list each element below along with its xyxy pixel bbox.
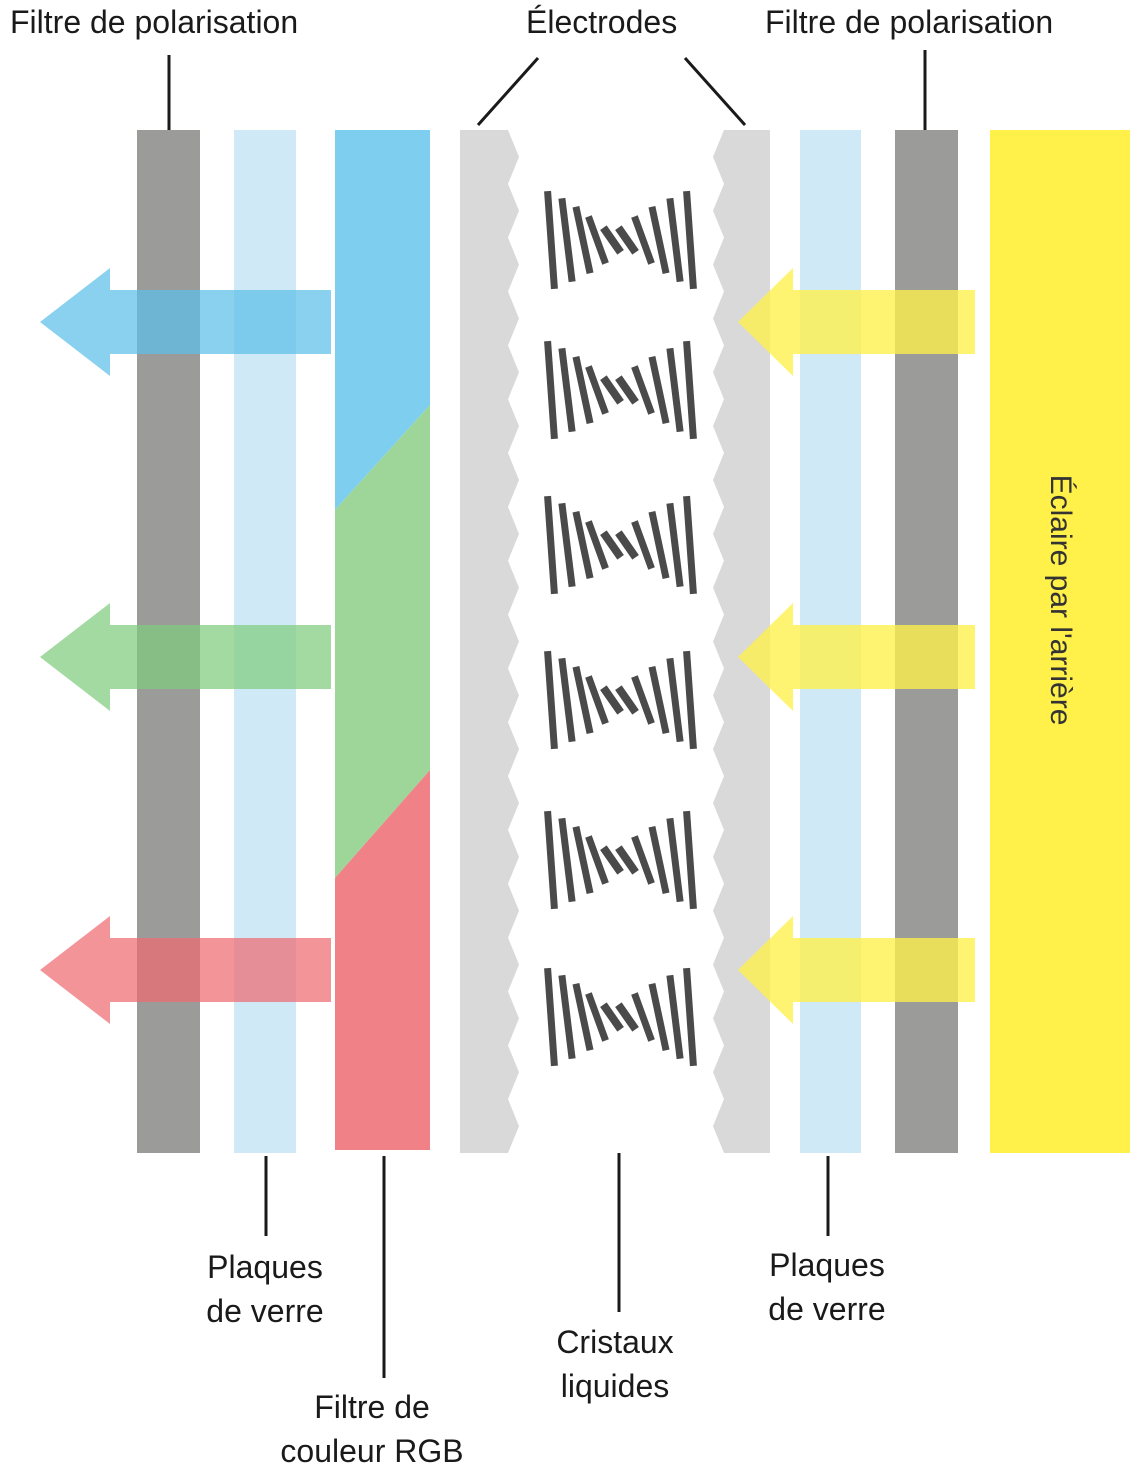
liquid-crystal-molecule xyxy=(648,206,670,274)
liquid-crystal-molecule xyxy=(666,502,684,588)
label-glass-left-line1: Plaques xyxy=(207,1249,323,1285)
liquid-crystal-molecule xyxy=(631,215,655,265)
label-polarizer-left: Filtre de polarisation xyxy=(10,4,299,40)
light-arrow-red xyxy=(40,916,331,1024)
liquid-crystal-molecule xyxy=(585,992,609,1042)
liquid-crystal-molecule xyxy=(600,375,624,405)
liquid-crystal-molecule xyxy=(683,650,697,750)
rgb-filter-blue xyxy=(335,130,430,510)
liquid-crystal-molecule xyxy=(585,520,609,570)
liquid-crystal-molecule xyxy=(615,845,639,875)
liquid-crystal-molecule xyxy=(683,495,697,595)
liquid-crystal-molecule xyxy=(631,835,655,885)
liquid-crystal-molecule xyxy=(544,190,558,290)
label-electrodes: Électrodes xyxy=(526,4,678,40)
liquid-crystal-molecule xyxy=(631,520,655,570)
liquid-crystal-molecule xyxy=(558,347,576,433)
liquid-crystal-molecule xyxy=(683,810,697,910)
liquid-crystal-molecule xyxy=(558,817,576,903)
liquid-crystal-molecule xyxy=(615,530,639,560)
liquid-crystal-molecule xyxy=(666,657,684,743)
liquid-crystal-molecule xyxy=(600,1002,624,1032)
liquid-crystal-molecule xyxy=(558,974,576,1060)
backlight-arrow xyxy=(738,268,975,376)
label-liquid-crystals: Cristaux liquides xyxy=(535,1320,695,1408)
label-rgb-filter-line1: Filtre de xyxy=(314,1389,430,1425)
liquid-crystal-molecule xyxy=(615,225,639,255)
liquid-crystal-molecule xyxy=(615,1002,639,1032)
liquid-crystal-molecule xyxy=(544,967,558,1067)
backlight-arrow xyxy=(738,916,975,1024)
liquid-crystal-molecule xyxy=(585,365,609,415)
liquid-crystal-molecule xyxy=(666,347,684,433)
liquid-crystal-molecule xyxy=(558,657,576,743)
liquid-crystal-molecule xyxy=(600,685,624,715)
liquid-crystal-molecule xyxy=(666,197,684,283)
liquid-crystal-molecule xyxy=(544,810,558,910)
label-glass-right-line2: de verre xyxy=(768,1291,886,1327)
liquid-crystal-molecule xyxy=(600,845,624,875)
label-backlight: Éclaire par l'arrière xyxy=(1044,474,1077,726)
label-rgb-filter: Filtre de couleur RGB xyxy=(262,1385,482,1473)
rgb-filter-green xyxy=(335,405,430,878)
label-liquid-crystals-line2: liquides xyxy=(560,1368,670,1404)
liquid-crystal-molecule xyxy=(683,967,697,1067)
liquid-crystal-molecule xyxy=(648,511,670,579)
liquid-crystal-molecule xyxy=(648,666,670,734)
liquid-crystal-molecule xyxy=(683,190,697,290)
liquid-crystal-molecule xyxy=(615,375,639,405)
liquid-crystal-molecule xyxy=(572,356,594,424)
leader-electrode-left xyxy=(476,56,540,127)
liquid-crystal-molecule xyxy=(572,983,594,1051)
backlight-arrow xyxy=(738,603,975,711)
liquid-crystal-molecule xyxy=(683,340,697,440)
liquid-crystal-molecule xyxy=(600,530,624,560)
label-glass-right-line1: Plaques xyxy=(769,1247,885,1283)
electrode-right xyxy=(713,130,770,1153)
label-glass-right: Plaques de verre xyxy=(757,1243,897,1331)
liquid-crystal-molecule xyxy=(648,826,670,894)
liquid-crystal-molecule xyxy=(585,675,609,725)
liquid-crystal-molecule xyxy=(631,675,655,725)
liquid-crystal-molecule xyxy=(572,206,594,274)
liquid-crystal-molecule xyxy=(572,826,594,894)
liquid-crystal-molecule xyxy=(585,835,609,885)
leader-electrode-right xyxy=(683,56,747,127)
backlight-panel xyxy=(990,130,1130,1153)
liquid-crystal-molecule xyxy=(558,197,576,283)
liquid-crystal-molecule xyxy=(558,502,576,588)
liquid-crystal-molecule xyxy=(544,650,558,750)
label-glass-left: Plaques de verre xyxy=(195,1245,335,1333)
liquid-crystal-molecule xyxy=(666,974,684,1060)
liquid-crystal-molecule xyxy=(585,215,609,265)
light-arrow-green xyxy=(40,603,331,711)
liquid-crystal-molecule xyxy=(631,992,655,1042)
light-arrow-blue xyxy=(40,268,331,376)
rgb-filter-red xyxy=(335,770,430,1150)
label-polarizer-right: Filtre de polarisation xyxy=(765,4,1054,40)
liquid-crystal-molecule xyxy=(666,817,684,903)
label-rgb-filter-line2: couleur RGB xyxy=(280,1433,464,1469)
label-glass-left-line2: de verre xyxy=(206,1293,324,1329)
liquid-crystal-molecule xyxy=(600,225,624,255)
liquid-crystal-molecule xyxy=(572,666,594,734)
liquid-crystal-molecule xyxy=(648,356,670,424)
liquid-crystal-molecule xyxy=(631,365,655,415)
liquid-crystal-molecule xyxy=(648,983,670,1051)
liquid-crystal-molecule xyxy=(572,511,594,579)
liquid-crystal-molecule xyxy=(544,495,558,595)
electrode-left xyxy=(460,130,519,1153)
liquid-crystal-molecule xyxy=(544,340,558,440)
liquid-crystal-molecule xyxy=(615,685,639,715)
label-liquid-crystals-line1: Cristaux xyxy=(556,1324,674,1360)
